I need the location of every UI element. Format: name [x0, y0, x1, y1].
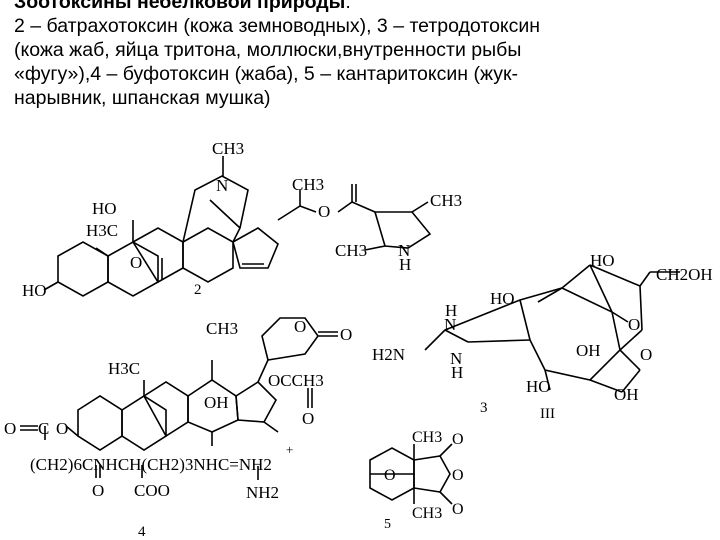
- s4-label-o-carbonyl: O: [4, 419, 16, 438]
- caption-title: Зоотоксины небелковой природы: [14, 0, 346, 13]
- s3-label-h2n: H2N: [372, 345, 405, 364]
- s4-label-side-chain: (CH2)6CNHCH(CH2)3NHC=NH2: [30, 455, 272, 474]
- s2-label-ch3-bottom: CH3: [335, 241, 367, 260]
- structure-number-5: 5: [384, 517, 391, 532]
- caption-line-title: Зоотоксины небелковой природы:: [14, 0, 704, 14]
- caption-line-2: (кожа жаб, яйца тритона, моллюски,внутре…: [14, 39, 522, 61]
- s2-label-ch3-top: CH3: [212, 139, 244, 158]
- s2-label-ho-bottom: HO: [22, 281, 47, 300]
- batrachotoxin-structure: [43, 156, 432, 297]
- s2-label-nh-n: N: [398, 241, 410, 260]
- slide-caption: Зоотоксины небелковой природы: 2 – батра…: [14, 0, 704, 110]
- structure-roman-3: III: [540, 406, 555, 422]
- s4-label-coo: COO: [134, 481, 170, 500]
- cantharidin-labels: CH3 O O O O CH3 5: [384, 429, 464, 532]
- s5-label-o-top: O: [452, 431, 464, 448]
- s2-label-n: N: [216, 176, 228, 195]
- s5-label-ch3-top: CH3: [412, 429, 442, 446]
- s3-label-h-top: H: [445, 301, 457, 320]
- s4-label-occh3: OCCH3: [268, 371, 324, 390]
- s2-label-o-bridge: O: [130, 253, 142, 272]
- s4-label-o-lactone: O: [340, 325, 352, 344]
- caption-line-3: «фугу»),4 – буфотоксин (жаба), 5 – канта…: [14, 63, 518, 85]
- s3-label-ho-bottom: HO: [526, 377, 551, 396]
- s3-label-ho-top: HO: [590, 251, 615, 270]
- structure-number-4: 4: [138, 524, 146, 540]
- s3-label-o-2: O: [640, 345, 652, 364]
- s4-label-h3c: H3C: [108, 359, 140, 378]
- s4-label-o-amide: O: [92, 481, 104, 500]
- s5-label-o-bridge: O: [384, 467, 396, 484]
- s4-label-nh2: NH2: [246, 483, 279, 502]
- s3-label-ho-left: HO: [490, 289, 515, 308]
- caption-line-1: 2 – батрахотоксин (кожа земноводных), 3 …: [14, 15, 541, 37]
- s5-label-ch3-bottom: CH3: [412, 505, 442, 522]
- s2-label-ch3-pyrrole: CH3: [430, 191, 462, 210]
- s2-label-h3c: H3C: [86, 221, 118, 240]
- s4-label-ch3-top: CH3: [206, 319, 238, 338]
- s3-label-ch2oh: CH2OH: [656, 265, 713, 284]
- s4-label-o-ring: O: [294, 317, 306, 336]
- caption-line-4: нарывник, шпанская мушка): [14, 87, 271, 109]
- s4-label-c: C: [38, 419, 49, 438]
- s2-label-ch3-side: CH3: [292, 175, 324, 194]
- bufotoxin-structure: [20, 317, 338, 480]
- s5-label-o-bottom: O: [452, 501, 464, 518]
- s3-label-n-top: N: [444, 315, 456, 334]
- bufotoxin-labels: CH3 O H3C O OCCH3 OH O O C O (CH2)6CNHCH…: [4, 317, 352, 540]
- s3-label-oh-mid: OH: [576, 341, 601, 360]
- s4-label-oh: OH: [204, 393, 229, 412]
- tetrodotoxin-structure: [424, 264, 680, 393]
- s4-label-plus: +: [286, 442, 293, 457]
- s2-label-nh-h: H: [399, 255, 411, 274]
- s2-label-o-ester: O: [318, 202, 330, 221]
- s2-label-ho: HO: [92, 199, 117, 218]
- caption-title-colon: :: [345, 0, 351, 13]
- s3-label-oh-bottom: OH: [614, 385, 639, 404]
- batrachotoxin-labels: CH3 N CH3 O HO CH3 H3C O CH3 N H HO 2: [22, 139, 462, 300]
- cantharidin-structure: [369, 443, 453, 505]
- structure-number-2: 2: [194, 282, 202, 298]
- s5-label-o-ring: O: [452, 467, 464, 484]
- s3-label-n-bottom: N: [450, 349, 462, 368]
- s3-label-o-1: O: [628, 315, 640, 334]
- structure-number-3: 3: [480, 400, 488, 416]
- s3-label-h-bottom: H: [451, 363, 463, 382]
- tetrodotoxin-labels: HO CH2OH HO H N H2N N H O OH O HO OH 3 I…: [372, 251, 713, 422]
- s4-label-o-link: O: [56, 419, 68, 438]
- s4-label-o-acetyl: O: [302, 409, 314, 428]
